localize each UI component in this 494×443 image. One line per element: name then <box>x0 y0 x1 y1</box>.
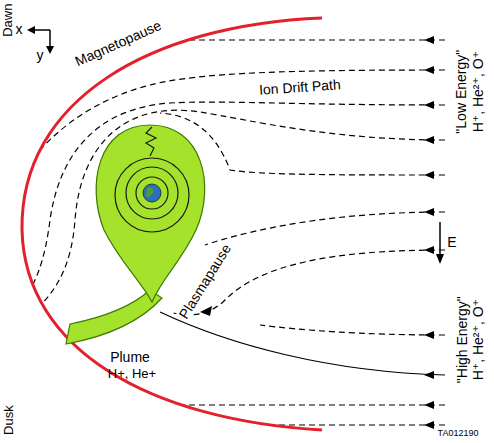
axis-label: y <box>36 48 45 63</box>
arrowhead <box>424 401 434 409</box>
field-circle <box>136 177 168 209</box>
drift-path <box>20 70 445 175</box>
x-axis <box>33 29 50 31</box>
ion-species: H+, He+ <box>107 367 157 381</box>
arrowhead <box>424 101 434 109</box>
population-label: "Low Energy" <box>454 49 469 135</box>
figure-id: TA012190 <box>437 429 480 439</box>
arrowhead <box>424 208 434 216</box>
arrowhead <box>424 171 434 179</box>
axis-label: x <box>15 22 24 37</box>
arrowhead <box>424 331 434 339</box>
drift-arrowheads <box>200 36 434 429</box>
drift-path <box>260 325 445 335</box>
drift-path <box>15 102 445 310</box>
plume-region <box>66 290 162 344</box>
field-circle <box>126 167 178 219</box>
plasmasphere <box>96 125 205 302</box>
magnetopause-curve <box>22 18 322 430</box>
arrowhead <box>436 254 444 264</box>
earth-land <box>146 187 154 197</box>
arrowhead <box>424 136 434 144</box>
field-circle <box>115 158 189 232</box>
drift-path <box>150 404 445 405</box>
drift-path <box>160 113 445 175</box>
zigzag <box>146 127 156 156</box>
drift-path <box>200 424 445 425</box>
drift-path-plume <box>160 312 445 375</box>
ion-species: H⁺, He²⁺, O⁺ <box>471 298 486 381</box>
arrowhead <box>424 36 434 44</box>
y-axis <box>49 30 51 48</box>
arrowhead <box>200 306 212 316</box>
arrowhead <box>424 66 434 74</box>
drift-path <box>30 110 445 315</box>
arrowhead <box>46 46 54 54</box>
population-label: "High Energy" <box>454 296 469 385</box>
direction-label: Dusk <box>2 404 16 436</box>
field-label: E <box>446 235 457 250</box>
plasmasphere-field-lines <box>115 127 189 232</box>
arrowhead <box>424 421 434 429</box>
arrowhead <box>27 26 35 34</box>
earth <box>143 184 161 202</box>
drift-path <box>100 39 445 40</box>
arrowhead <box>424 246 434 254</box>
arrowhead <box>424 371 434 379</box>
region-label: Magnetopause <box>72 18 165 71</box>
path-label: Ion Drift Path <box>258 77 343 98</box>
region-label: Plume <box>109 350 151 365</box>
drift-path <box>205 212 445 245</box>
e-field-arrow <box>439 222 441 256</box>
direction-label: Dawn <box>2 2 16 37</box>
ion-species: H⁺, He²⁺, O⁺ <box>471 50 486 133</box>
